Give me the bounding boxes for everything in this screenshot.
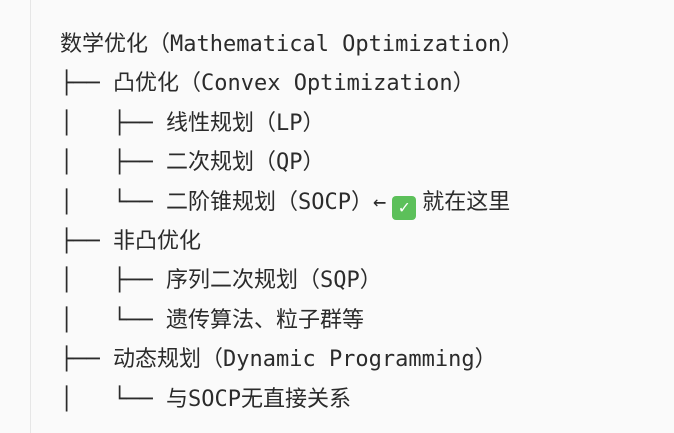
tree-line-convex: ├── 凸优化（Convex Optimization） bbox=[60, 71, 475, 97]
tree-line-ga-pso: │ └── 遗传算法、粒子群等 bbox=[60, 307, 364, 333]
optimization-tree: 数学优化（Mathematical Optimization） ├── 凸优化（… bbox=[60, 25, 523, 419]
tree-line-socp-text: │ └── 二阶锥规划（SOCP）← bbox=[60, 189, 387, 215]
tree-line-socp: │ └── 二阶锥规划（SOCP）←✓就在这里 bbox=[60, 183, 523, 222]
tree-line-qp: │ ├── 二次规划（QP） bbox=[60, 150, 325, 176]
tree-line-dp: ├── 动态规划（Dynamic Programming） bbox=[60, 347, 497, 373]
tree-line-root: 数学优化（Mathematical Optimization） bbox=[60, 32, 524, 57]
tree-line-dp-note: │ └── 与SOCP无直接关系 bbox=[60, 386, 351, 412]
tree-line-nonconvex: ├── 非凸优化 bbox=[60, 228, 201, 254]
tree-line-sqp: │ ├── 序列二次规划（SQP） bbox=[60, 268, 382, 294]
block-left-border bbox=[30, 0, 31, 433]
tree-line-lp: │ ├── 线性规划（LP） bbox=[60, 110, 325, 136]
here-label: 就在这里 bbox=[422, 189, 511, 215]
check-mark-icon: ✓ bbox=[392, 195, 417, 220]
